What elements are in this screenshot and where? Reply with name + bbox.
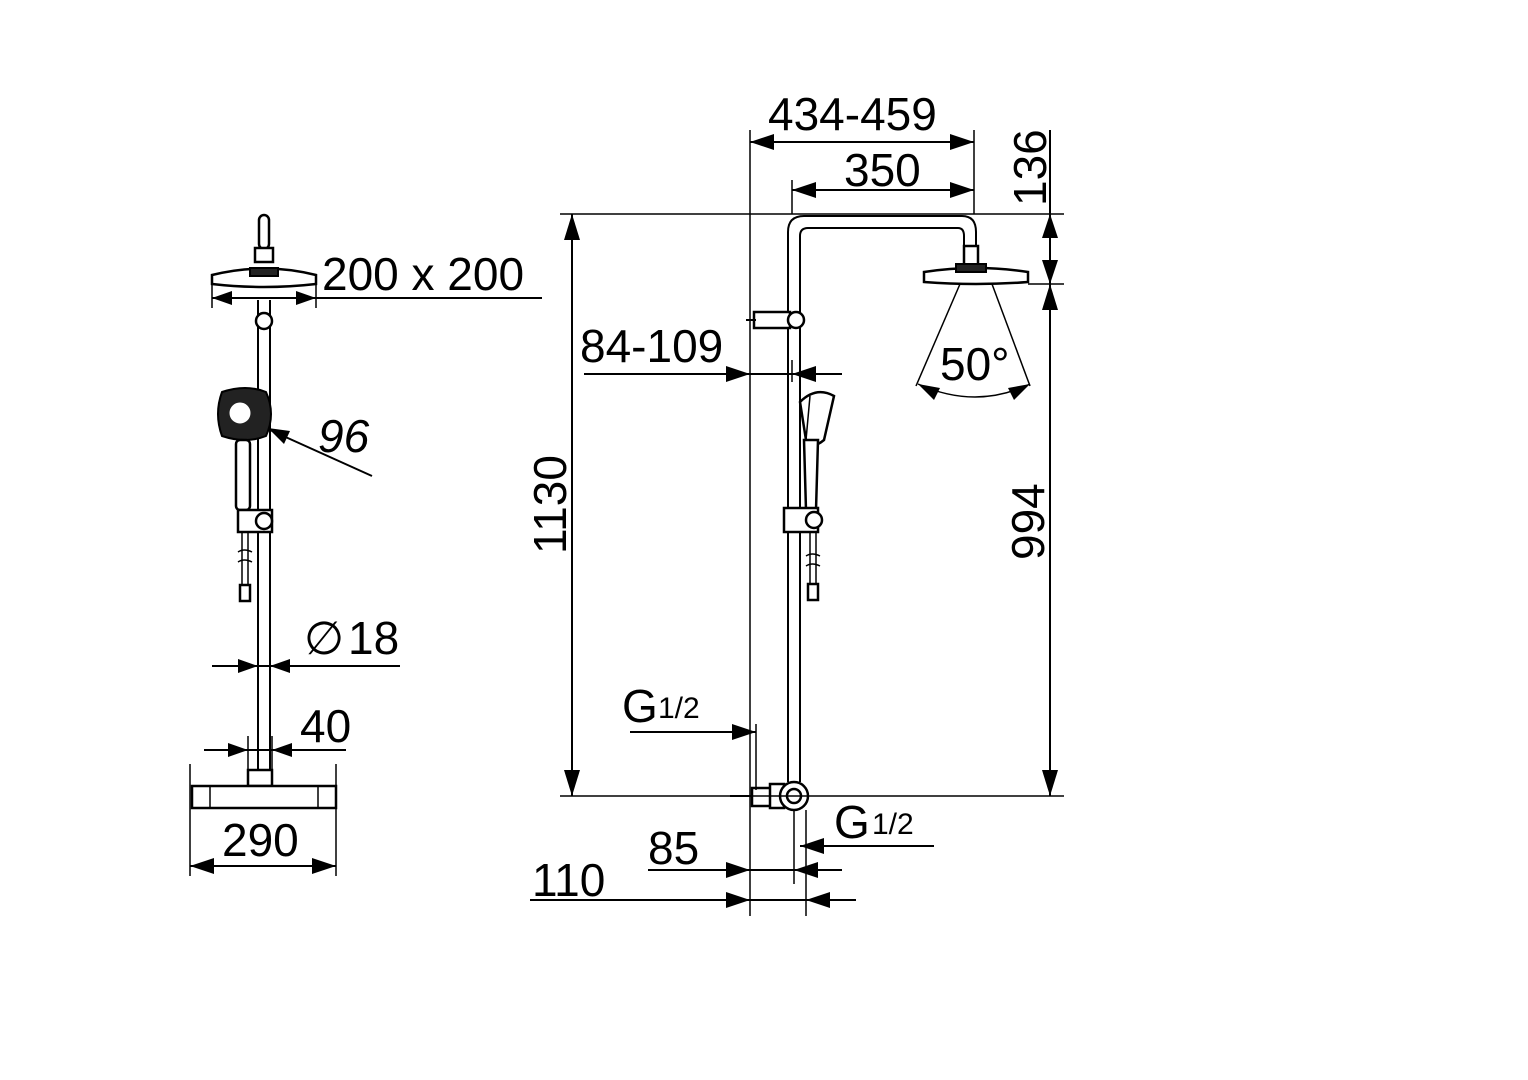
head-connector	[257, 213, 271, 251]
label-inlet-upper-g: G	[622, 680, 658, 732]
arrow-length-left	[792, 182, 816, 198]
arrow-rail-right	[272, 743, 292, 757]
label-head-height: 994	[1002, 483, 1054, 560]
wall-bracket-front	[254, 311, 274, 331]
upper-bracket-knob	[786, 310, 806, 330]
arm-outer	[787, 215, 977, 782]
hand-shower-handle	[234, 438, 252, 512]
arrow-reach-left	[750, 134, 774, 150]
leader-hand-shower	[269, 429, 373, 477]
label-arm-length: 350	[844, 144, 921, 196]
arrow-994-top	[1042, 284, 1058, 310]
label-head-offset: 136	[1004, 129, 1056, 206]
arrow-diameter-left	[238, 659, 258, 673]
label-spray-angle: 50°	[940, 338, 1010, 390]
spray-line-right	[991, 283, 1031, 387]
label-inlet-lower-g: G	[834, 796, 870, 848]
label-arm-reach: 434-459	[768, 88, 937, 140]
arrow-1130-bottom	[564, 770, 580, 796]
arrow-angle-right	[1008, 384, 1030, 400]
arrow-head-left	[212, 291, 232, 305]
side-view: 50° 434-459 350	[524, 88, 1064, 916]
label-rail-width: 40	[300, 700, 351, 752]
arrow-angle-left	[918, 384, 940, 400]
arrow-wall-right	[792, 366, 816, 382]
label-depth-inner: 85	[648, 822, 699, 874]
arrow-length-right	[950, 182, 974, 198]
arrow-rail-left	[228, 743, 248, 757]
slider-knob-side	[804, 510, 824, 530]
arm-inner	[799, 227, 965, 782]
arrow-offset-top	[1042, 214, 1058, 238]
arrow-offset-bottom	[1042, 260, 1058, 284]
diameter-symbol: ∅	[304, 612, 344, 664]
arrow-inlet-upper	[732, 724, 756, 740]
hose-end-side	[806, 582, 820, 602]
front-view: 200 x 200 96 ∅ 18 40 290	[189, 213, 542, 876]
arrow-110-left	[726, 892, 750, 908]
label-head-size: 200 x 200	[322, 248, 524, 300]
label-hand-shower: 96	[318, 410, 370, 462]
arrow-thermostat-left	[190, 858, 214, 874]
arrow-inlet-lower	[800, 838, 824, 854]
upper-bracket	[752, 310, 792, 330]
head-nut	[253, 246, 275, 264]
hose-break-front	[237, 549, 253, 563]
hose-end-front	[238, 583, 252, 603]
arrow-1130-top	[564, 214, 580, 240]
slider-knob-front	[254, 511, 274, 531]
label-thermostat-width: 290	[222, 814, 299, 866]
thermostat-neck	[246, 768, 274, 788]
label-depth-outer: 110	[532, 854, 605, 906]
arrow-994-bottom	[1042, 770, 1058, 796]
arrow-wall-left	[726, 366, 750, 382]
overhead-shower-side-joint	[955, 263, 987, 273]
arrow-hand-shower	[268, 428, 290, 444]
arrow-110-right	[806, 892, 830, 908]
side-hand-shower-handle	[802, 438, 820, 512]
arrow-diameter-right	[270, 659, 290, 673]
label-inlet-lower-fraction: 1/2	[872, 808, 914, 841]
arrow-head-right	[296, 291, 316, 305]
label-pipe-diameter: 18	[348, 612, 399, 664]
side-hand-shower-head	[798, 390, 836, 447]
hand-shower-face	[229, 402, 251, 424]
spray-line-left	[915, 283, 961, 387]
arrow-thermostat-right	[312, 858, 336, 874]
arrow-reach-right	[950, 134, 974, 150]
arrow-85-left	[726, 862, 750, 878]
label-wall-distance: 84-109	[580, 320, 723, 372]
label-inlet-upper-fraction: 1/2	[658, 692, 700, 725]
side-hand-shower-face	[805, 395, 811, 441]
thermostat-body	[190, 784, 338, 810]
label-total-height: 1130	[524, 455, 576, 554]
overhead-shower-joint	[249, 267, 279, 277]
hose-break-side	[805, 553, 821, 567]
